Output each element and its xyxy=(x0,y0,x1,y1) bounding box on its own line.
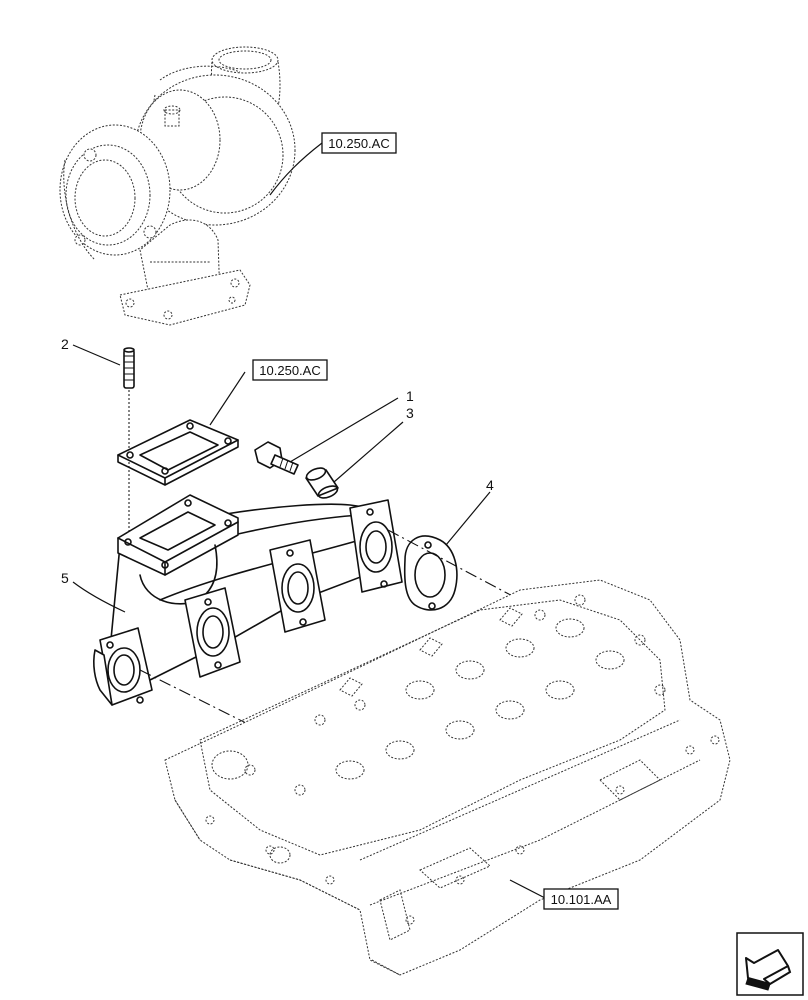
head-ref-leader xyxy=(509,879,546,899)
ref-label-turbo: 10.250.AC xyxy=(328,136,389,151)
callout-4: 4 xyxy=(486,477,494,493)
exhaust-manifold-part xyxy=(93,494,403,706)
callout-2-leader xyxy=(72,344,121,366)
ref-label-gasket: 10.250.AC xyxy=(259,363,320,378)
callout-1-leader xyxy=(289,397,399,463)
callout-3-leader xyxy=(333,421,404,483)
spacer-part xyxy=(305,467,339,499)
turbo-ref-leader xyxy=(269,142,323,196)
turbocharger-ghost xyxy=(59,46,296,326)
port-gasket-part xyxy=(403,535,458,611)
callout-4-leader xyxy=(445,491,491,546)
callout-3: 3 xyxy=(406,405,414,421)
ref-box-cylinder-head xyxy=(543,888,619,910)
ref-label-cylinder-head: 10.101.AA xyxy=(551,892,612,907)
callout-5-leader xyxy=(72,581,126,613)
callout-5: 5 xyxy=(61,570,69,586)
ref-box-gasket xyxy=(252,359,328,381)
ref-box-turbo xyxy=(321,132,397,154)
stud-part xyxy=(123,347,135,389)
callout-2: 2 xyxy=(61,336,69,352)
alignment-line-right xyxy=(387,529,521,601)
arrow-icon[interactable] xyxy=(736,932,804,996)
bolt-part xyxy=(254,441,299,475)
gasket-ref-leader xyxy=(209,371,246,426)
turbo-gasket-part xyxy=(117,419,239,486)
callout-1: 1 xyxy=(406,388,414,404)
cylinder-head-ghost xyxy=(164,579,731,976)
